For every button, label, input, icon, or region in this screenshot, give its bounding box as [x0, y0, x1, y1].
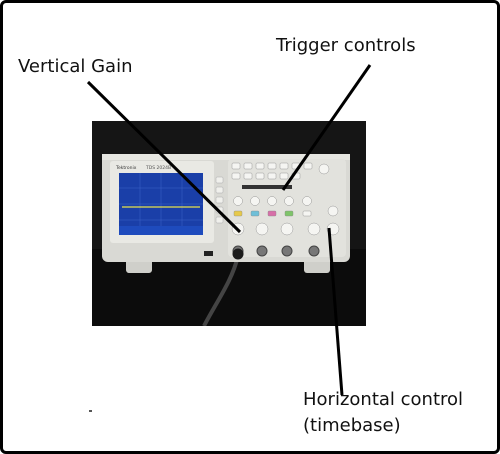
oscilloscope-photo: Tektronix TDS 2024B [92, 121, 366, 326]
label-timebase: (timebase) [303, 415, 401, 436]
label-trigger-controls: Trigger controls [276, 35, 416, 56]
model-text: TDS 2024B [145, 165, 171, 171]
trigger-level-knob [318, 163, 330, 175]
right-foot [304, 259, 330, 273]
probe-connector-icon [232, 248, 244, 260]
front-panel-slot [242, 185, 292, 189]
stray-mark [89, 410, 92, 412]
label-vertical-gain: Vertical Gain [18, 56, 133, 77]
brand-text: Tektronix [115, 165, 137, 171]
left-foot [126, 259, 152, 273]
vertical-position-knobs [233, 196, 312, 206]
usb-port [204, 251, 213, 256]
label-horizontal-control: Horizontal control [303, 389, 464, 410]
probe-cable [202, 255, 240, 326]
